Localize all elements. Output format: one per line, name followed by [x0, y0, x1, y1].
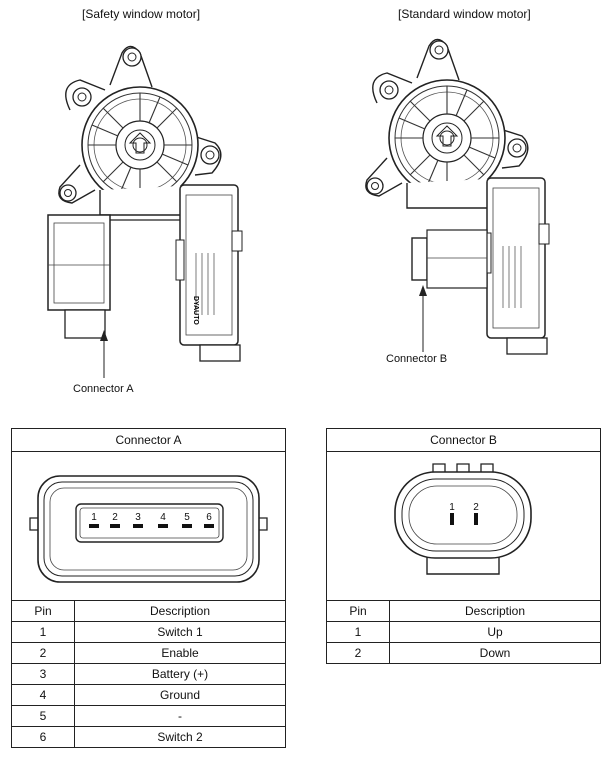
connector-a-pin-slot — [133, 524, 143, 528]
connector-a-diagram-cell: 1 2 3 4 5 6 — [11, 451, 286, 601]
pin-cell: 4 — [11, 684, 75, 706]
description-cell: Ground — [74, 684, 286, 706]
connector-b-face-diagram: 1 2 — [394, 463, 532, 575]
description-cell: - — [74, 705, 286, 727]
connector-a-pin-slot — [204, 524, 214, 528]
description-cell: Up — [389, 621, 601, 643]
connector-a-callout: Connector A — [73, 383, 134, 395]
pin-cell: 6 — [11, 726, 75, 748]
connector-a-pin-slot — [89, 524, 99, 528]
connector-a-pin-number: 6 — [206, 512, 212, 523]
connector-b-col-pin: Pin — [326, 600, 390, 622]
standard-motor-caption: [Standard window motor] — [398, 7, 531, 21]
description-cell: Switch 1 — [74, 621, 286, 643]
connector-b-title: Connector B — [326, 428, 601, 452]
connector-b-col-description: Description — [389, 600, 601, 622]
motor-drawings: DYAUTO — [47, 0, 612, 378]
connector-a-pin-number: 1 — [91, 512, 97, 523]
connector-a-table: Connector A 1 2 3 4 5 6 — [11, 428, 286, 748]
safety-motor-caption: [Safety window motor] — [82, 7, 201, 21]
standard-window-motor-drawing — [366, 40, 549, 355]
pin-cell: 1 — [326, 621, 390, 643]
pin-cell: 2 — [326, 642, 390, 664]
connector-a-face-diagram: 1 2 3 4 5 6 — [29, 475, 268, 583]
pin-cell: 3 — [11, 663, 75, 685]
description-cell: Battery (+) — [74, 663, 286, 685]
connector-a-pin-number: 2 — [112, 512, 118, 523]
description-cell: Down — [389, 642, 601, 664]
description-cell: Enable — [74, 642, 286, 664]
connector-b-diagram-cell: 1 2 — [326, 451, 601, 601]
pin-cell: 2 — [11, 642, 75, 664]
connector-b-pin-slot — [450, 513, 454, 525]
table-row: 5- — [11, 705, 286, 727]
connector-a-pin-number: 5 — [184, 512, 190, 523]
connector-a-title: Connector A — [11, 428, 286, 452]
connector-a-col-pin: Pin — [11, 600, 75, 622]
connector-a-pin-number: 4 — [160, 512, 166, 523]
safety-window-motor-drawing — [47, 47, 242, 362]
connector-b-pin-slot — [474, 513, 478, 525]
connector-a-col-description: Description — [74, 600, 286, 622]
connector-a-pin-slot — [110, 524, 120, 528]
connector-b-pin-number: 1 — [449, 502, 455, 513]
safety-motor-brand: DYAUTO — [192, 296, 199, 325]
connector-a-pin-slot — [158, 524, 168, 528]
pin-cell: 1 — [11, 621, 75, 643]
connector-a-pin-number: 3 — [135, 512, 141, 523]
pin-cell: 5 — [11, 705, 75, 727]
connector-b-pin-number: 2 — [473, 502, 479, 513]
description-cell: Switch 2 — [74, 726, 286, 748]
connector-b-callout: Connector B — [386, 353, 448, 365]
connector-a-pin-slot — [182, 524, 192, 528]
